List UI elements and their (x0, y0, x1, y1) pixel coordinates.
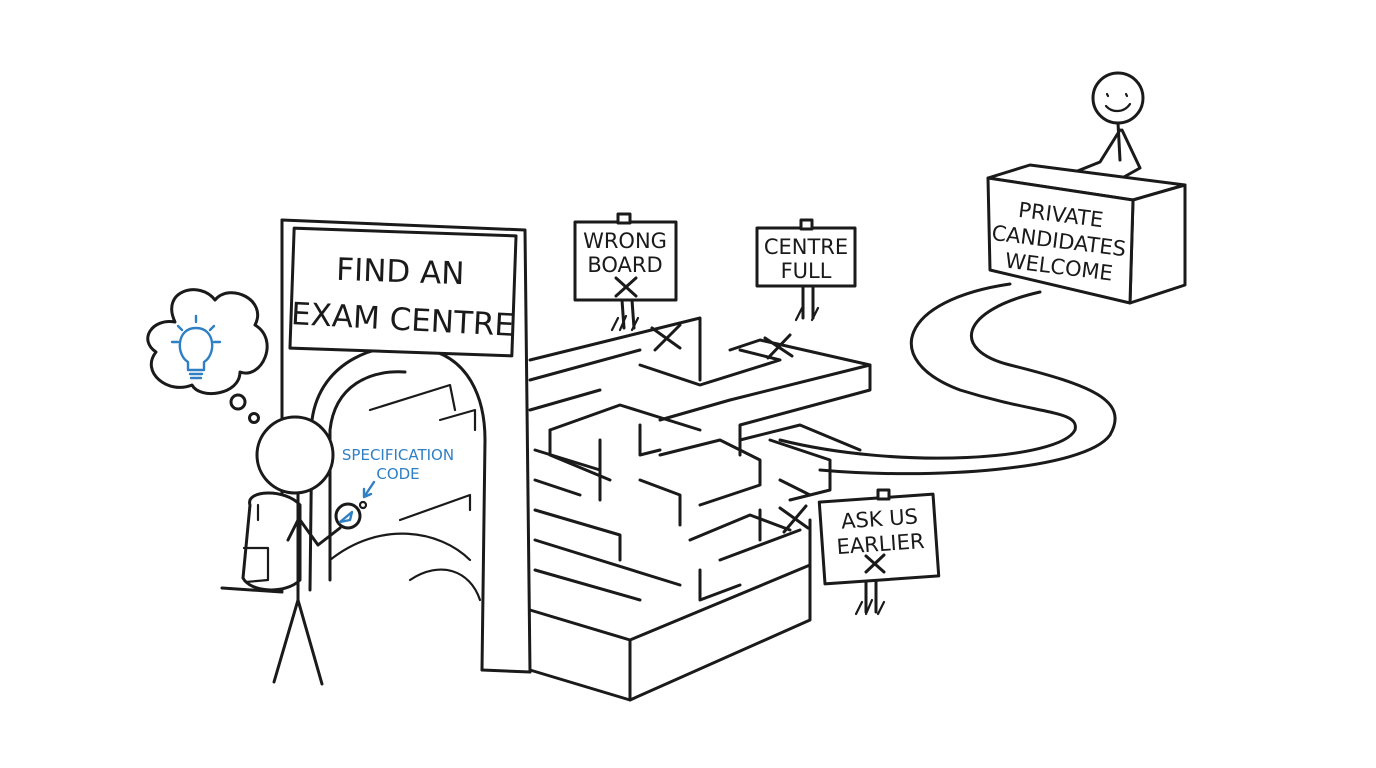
sign-centre-full: CENTRE FULL (755, 218, 857, 322)
compass-icon (334, 500, 368, 530)
spec-label-line-2: CODE (376, 465, 419, 483)
maze (528, 316, 872, 702)
centre-full-line-2: FULL (781, 259, 832, 283)
winding-path (778, 282, 1117, 476)
centre-full-line-1: CENTRE (764, 235, 848, 259)
exam-centre-gate: FIND AN EXAM CENTRE (280, 218, 532, 674)
specification-code-annotation: SPECIFICATION CODE (342, 446, 454, 499)
lightbulb-icon (170, 314, 222, 380)
sign-wrong-board: WRONG BOARD (573, 212, 678, 332)
spec-label-line-1: SPECIFICATION (342, 446, 454, 464)
ask-us-earlier-line-1: ASK US (840, 504, 918, 533)
thought-bubble (146, 288, 269, 424)
wrong-board-line-1: WRONG (583, 229, 667, 253)
wrong-board-line-2: BOARD (587, 253, 662, 277)
x-mark-icon (864, 553, 886, 574)
private-candidates-desk: PRIVATE CANDIDATES WELCOME (986, 71, 1187, 305)
student-figure (241, 415, 368, 686)
sign-ask-us-earlier: ASK US EARLIER (817, 488, 941, 616)
arrow-icon (362, 480, 376, 499)
x-mark-icon (614, 276, 638, 298)
gate-title-line-1: FIND AN (336, 252, 465, 292)
